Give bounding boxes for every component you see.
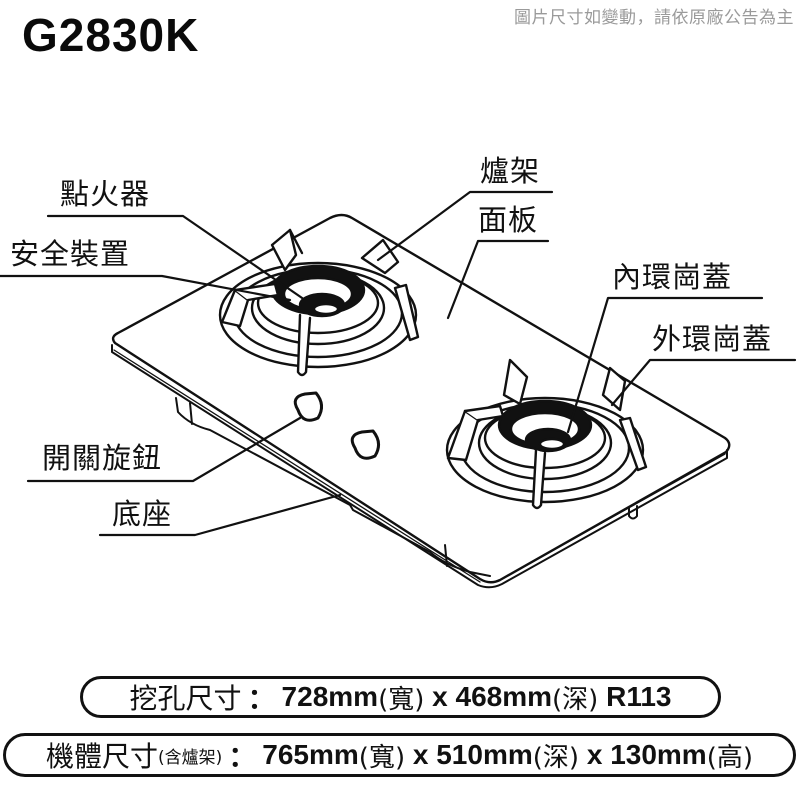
cutout-radius: R113 — [598, 681, 672, 712]
label-safety-device: 安全裝置 — [10, 237, 131, 271]
label-igniter: 點火器 — [60, 177, 151, 211]
body-label: 機體尺寸 — [45, 740, 158, 773]
top-panel-outline — [111, 213, 731, 589]
leader-lines — [0, 190, 797, 537]
body-width-unit: (寬) — [358, 742, 406, 773]
body-sep2: x — [579, 739, 611, 770]
body-note: (含爐架) — [158, 747, 223, 768]
left-burner — [218, 228, 420, 377]
label-top-panel: 面板 — [478, 203, 539, 237]
label-inner-burner-cap: 內環崗蓋 — [612, 260, 733, 294]
control-knobs — [293, 391, 380, 460]
right-burner — [445, 358, 648, 510]
base-tray — [175, 397, 491, 577]
body-height-unit: (高) — [706, 742, 753, 773]
label-control-knob: 開關旋鈕 — [42, 441, 163, 475]
cutout-depth: 468mm — [455, 681, 553, 712]
cutout-sep: x — [424, 681, 456, 712]
body-depth: 510mm — [436, 739, 533, 770]
disclaimer-note: 圖片尺寸如變動，請依原廠公告為主 — [514, 8, 794, 28]
body-colon: ： — [228, 740, 257, 773]
label-base: 底座 — [112, 497, 173, 531]
cutout-width: 728mm — [281, 681, 379, 712]
cutout-label: 挖孔尺寸 — [129, 682, 242, 715]
body-width: 765mm — [262, 739, 359, 770]
cutout-depth-unit: (深) — [552, 684, 599, 715]
cutout-width-unit: (寬) — [378, 684, 425, 715]
body-height: 130mm — [610, 739, 707, 770]
body-depth-unit: (深) — [532, 742, 580, 773]
body-dimensions-box: 機體尺寸 (含爐架) ： 765mm (寬) x 510mm (深) x 130… — [3, 733, 796, 777]
body-sep1: x — [405, 739, 437, 770]
label-pan-support: 爐架 — [480, 154, 541, 188]
cutout-dimensions-box: 挖孔尺寸 ： 728mm (寬) x 468mm (深) R113 — [80, 676, 721, 718]
model-title: G2830K — [22, 9, 200, 61]
cutout-colon: ： — [247, 682, 276, 715]
foot — [628, 505, 638, 520]
label-outer-burner-cap: 外環崗蓋 — [652, 322, 773, 356]
